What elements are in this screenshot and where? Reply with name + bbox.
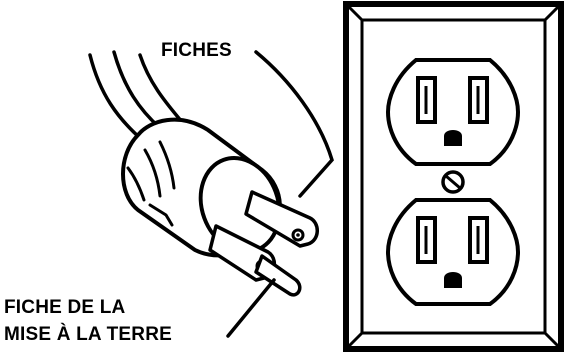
duplex-outlet-icon	[343, 1, 564, 352]
prongs-leader-line	[254, 50, 334, 198]
lower-receptacle	[385, 198, 521, 306]
upper-receptacle	[385, 58, 521, 166]
plug-icon	[88, 50, 319, 297]
ground-leader-line	[226, 278, 276, 338]
ground-pin-label-line2: MISE À LA TERRE	[4, 324, 173, 345]
prongs-label: FICHES	[161, 40, 232, 61]
upper-prong	[244, 190, 319, 248]
screw-icon	[441, 170, 465, 194]
ground-pin-label-line1: FICHE DE LA	[4, 297, 126, 318]
plate-corners	[344, 2, 563, 351]
ground-pin	[254, 254, 302, 297]
ground-pin-label: FICHE DE LA MISE À LA TERRE	[4, 294, 172, 348]
plug-grip-lines	[126, 140, 176, 227]
wall-plate-bevel	[360, 18, 547, 335]
